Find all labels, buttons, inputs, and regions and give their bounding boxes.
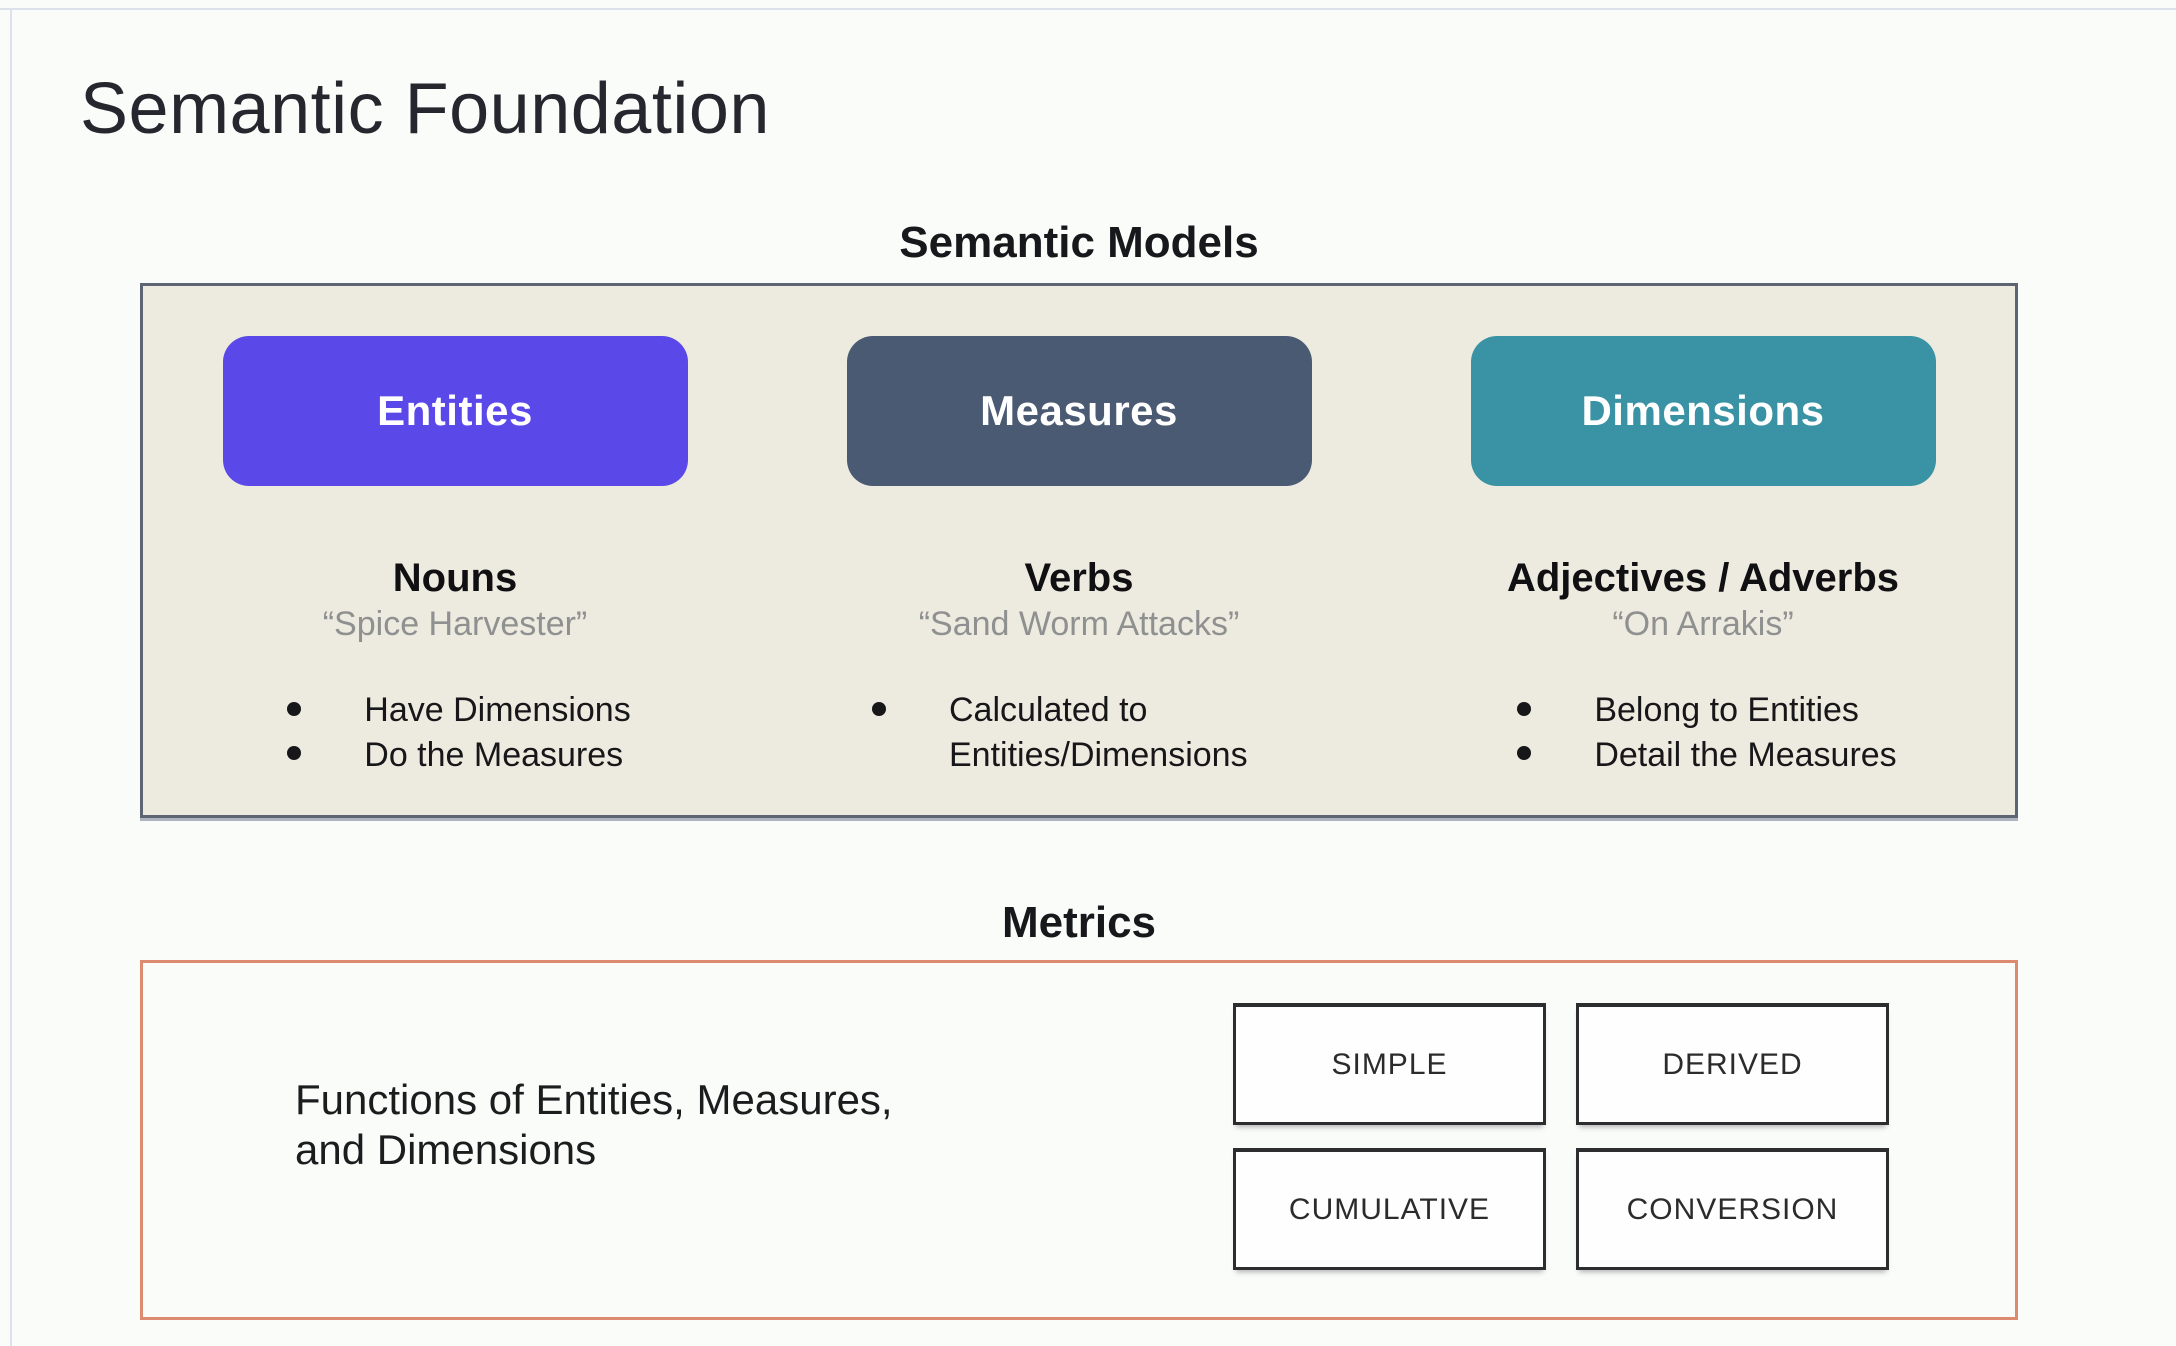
metric-type-conversion: CONVERSION: [1576, 1148, 1889, 1270]
entities-column: Entities Nouns “Spice Harvester” Have Di…: [143, 286, 767, 815]
measures-pill-label: Measures: [980, 387, 1178, 434]
dimensions-pill: Dimensions: [1470, 336, 1936, 486]
measures-pill: Measures: [846, 336, 1312, 486]
dimensions-column: Dimensions Adjectives / Adverbs “On Arra…: [1391, 286, 2015, 815]
metric-type-label: CUMULATIVE: [1288, 1192, 1491, 1226]
metric-type-simple: SIMPLE: [1233, 1003, 1546, 1125]
page-title: Semantic Foundation: [80, 69, 770, 149]
dimensions-subtitle: Adjectives / Adverbs: [1506, 556, 1899, 600]
measures-subtitle: Verbs: [1024, 556, 1134, 600]
semantic-models-panel: Entities Nouns “Spice Harvester” Have Di…: [140, 283, 2018, 818]
entities-pill: Entities: [222, 336, 688, 486]
dimensions-pill-label: Dimensions: [1581, 387, 1825, 434]
metrics-panel: Functions of Entities, Measures, and Dim…: [140, 960, 2018, 1320]
measures-column: Measures Verbs “Sand Worm Attacks” Calcu…: [767, 286, 1391, 815]
window-edge-top: [0, 8, 2176, 10]
entities-bullet-list: Have Dimensions Do the Measures: [279, 688, 631, 778]
metric-type-label: SIMPLE: [1331, 1047, 1448, 1081]
entities-subtitle: Nouns: [392, 556, 518, 600]
measures-quote: “Sand Worm Attacks”: [918, 605, 1240, 643]
window-edge-left: [10, 8, 12, 1346]
metric-type-label: CONVERSION: [1626, 1192, 1839, 1226]
entities-pill-label: Entities: [377, 387, 533, 434]
bullet-item: Have Dimensions: [279, 688, 631, 733]
metrics-description: Functions of Entities, Measures, and Dim…: [295, 1076, 893, 1173]
dimensions-quote: “On Arrakis”: [1612, 605, 1794, 643]
bullet-item: Calculated to Entities/Dimensions: [864, 688, 1294, 778]
metrics-heading: Metrics: [1001, 898, 1157, 947]
metric-type-label: DERIVED: [1662, 1047, 1803, 1081]
bullet-item: Belong to Entities: [1509, 688, 1896, 733]
bullet-item: Do the Measures: [279, 733, 630, 778]
dimensions-bullet-list: Belong to Entities Detail the Measures: [1509, 688, 1897, 778]
metric-type-derived: DERIVED: [1576, 1003, 1889, 1125]
entities-quote: “Spice Harvester”: [322, 605, 588, 643]
bullet-item: Detail the Measures: [1509, 733, 1897, 778]
metric-type-grid: SIMPLE DERIVED CUMULATIVE CONVERSION: [1233, 1003, 1889, 1270]
measures-bullet-list: Calculated to Entities/Dimensions: [864, 688, 1294, 778]
semantic-models-heading: Semantic Models: [899, 218, 1259, 267]
metric-type-cumulative: CUMULATIVE: [1233, 1148, 1546, 1270]
